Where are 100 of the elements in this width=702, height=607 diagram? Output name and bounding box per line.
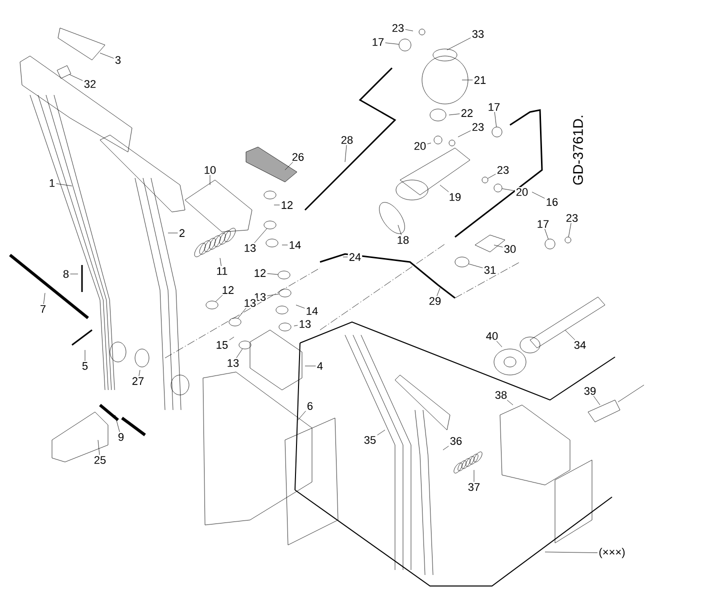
callout-number: 15: [214, 340, 230, 350]
callout-number: 40: [484, 331, 500, 341]
leader-line: [100, 52, 114, 59]
washer: [398, 38, 412, 52]
leader-line: [427, 142, 432, 144]
callout-number: 29: [428, 296, 442, 306]
leader-line: [69, 74, 83, 81]
callout-number: 13: [226, 358, 240, 368]
callout-number: 21: [472, 75, 488, 85]
washer: [454, 256, 470, 268]
leader-line: [442, 446, 449, 450]
washer: [564, 236, 572, 244]
callout-number: 14: [288, 240, 302, 250]
leader-line: [398, 224, 402, 236]
leader-line: [568, 222, 572, 238]
leader-line: [238, 308, 246, 318]
washer: [228, 318, 242, 326]
callout-number: 2: [178, 228, 186, 238]
callout-number: 34: [572, 340, 588, 350]
callout-number: 27: [130, 376, 146, 386]
leader-line: [544, 228, 548, 240]
callout-number: 20: [412, 141, 428, 151]
leader-line: [298, 410, 306, 420]
washer: [206, 300, 218, 310]
callout-number: 3: [114, 55, 122, 65]
callout-number: 38: [494, 390, 508, 400]
washer: [544, 238, 556, 250]
callout-number: 22: [460, 108, 474, 118]
leader-line: [43, 292, 46, 304]
leader-line: [282, 244, 288, 246]
callout-number: 5: [80, 361, 90, 371]
leader-line: [488, 174, 496, 179]
leader-line: [344, 144, 347, 162]
callout-number: 23: [496, 165, 510, 175]
leader-line: [254, 228, 268, 244]
leader-line: [267, 273, 278, 275]
callout-number: 11: [215, 266, 229, 276]
callout-number: 8: [62, 269, 70, 279]
leader-line: [114, 414, 120, 432]
callout-number: 36: [448, 436, 464, 446]
callout-number: 10: [202, 165, 218, 175]
leader-line: [215, 294, 223, 302]
leader-line: [468, 264, 483, 268]
leader-line: [168, 232, 178, 234]
callout-number: 37: [466, 482, 482, 492]
leader-line: [229, 336, 234, 340]
leader-line: [274, 204, 280, 206]
leader-line: [544, 552, 598, 553]
callout-number: 20: [514, 187, 530, 197]
callout-number: 25: [92, 455, 108, 465]
callout-number: 12: [252, 268, 268, 278]
callout-number: 12: [220, 285, 236, 295]
callout-number: 7: [38, 304, 48, 314]
callout-number: 35: [362, 435, 378, 445]
callout-number: 39: [582, 386, 598, 396]
leader-line: [458, 130, 471, 138]
leader-line: [385, 42, 400, 44]
leader-line: [84, 350, 86, 362]
leader-line: [496, 340, 502, 348]
washer: [482, 176, 488, 184]
callout-number: 13: [298, 319, 312, 329]
callout-number: 30: [502, 244, 518, 254]
callout-number: 17: [486, 102, 502, 112]
leader-line: [405, 29, 414, 32]
callout-number: 12: [280, 200, 294, 210]
callout-number: 28: [340, 135, 354, 145]
washer: [278, 288, 292, 298]
washer: [492, 126, 502, 138]
leader-line: [267, 294, 280, 296]
leader-line: [98, 440, 100, 456]
callout-number: 23: [564, 213, 580, 223]
leader-line: [564, 330, 576, 340]
callout-number: 23: [470, 122, 486, 132]
leader-line: [342, 256, 348, 258]
leader-line: [236, 348, 243, 358]
leader-line: [56, 183, 72, 186]
plate: [56, 65, 72, 79]
leader-line: [494, 244, 503, 248]
leader-line: [377, 430, 386, 436]
callout-number: 26: [290, 152, 306, 162]
washer: [494, 184, 502, 192]
leader-line: [593, 396, 600, 406]
callout-number: 32: [82, 79, 98, 89]
callout-number: 13: [242, 243, 258, 253]
leader-line: [296, 304, 305, 308]
callout-number: (×××): [598, 546, 626, 560]
callout-number: 31: [482, 265, 498, 275]
leader-line: [436, 288, 440, 296]
leader-line: [494, 112, 497, 128]
callout-number: 17: [370, 37, 386, 47]
callout-number: 33: [470, 29, 486, 39]
callout-number: 16: [544, 197, 560, 207]
callout-number: 17: [536, 219, 550, 229]
leader-line: [138, 370, 140, 376]
callout-number: 19: [448, 192, 462, 202]
callout-number: 4: [316, 361, 324, 371]
callout-number: 14: [304, 306, 320, 316]
leader-line: [506, 400, 514, 406]
callout-number: 23: [390, 23, 406, 33]
leader-line: [502, 188, 515, 191]
